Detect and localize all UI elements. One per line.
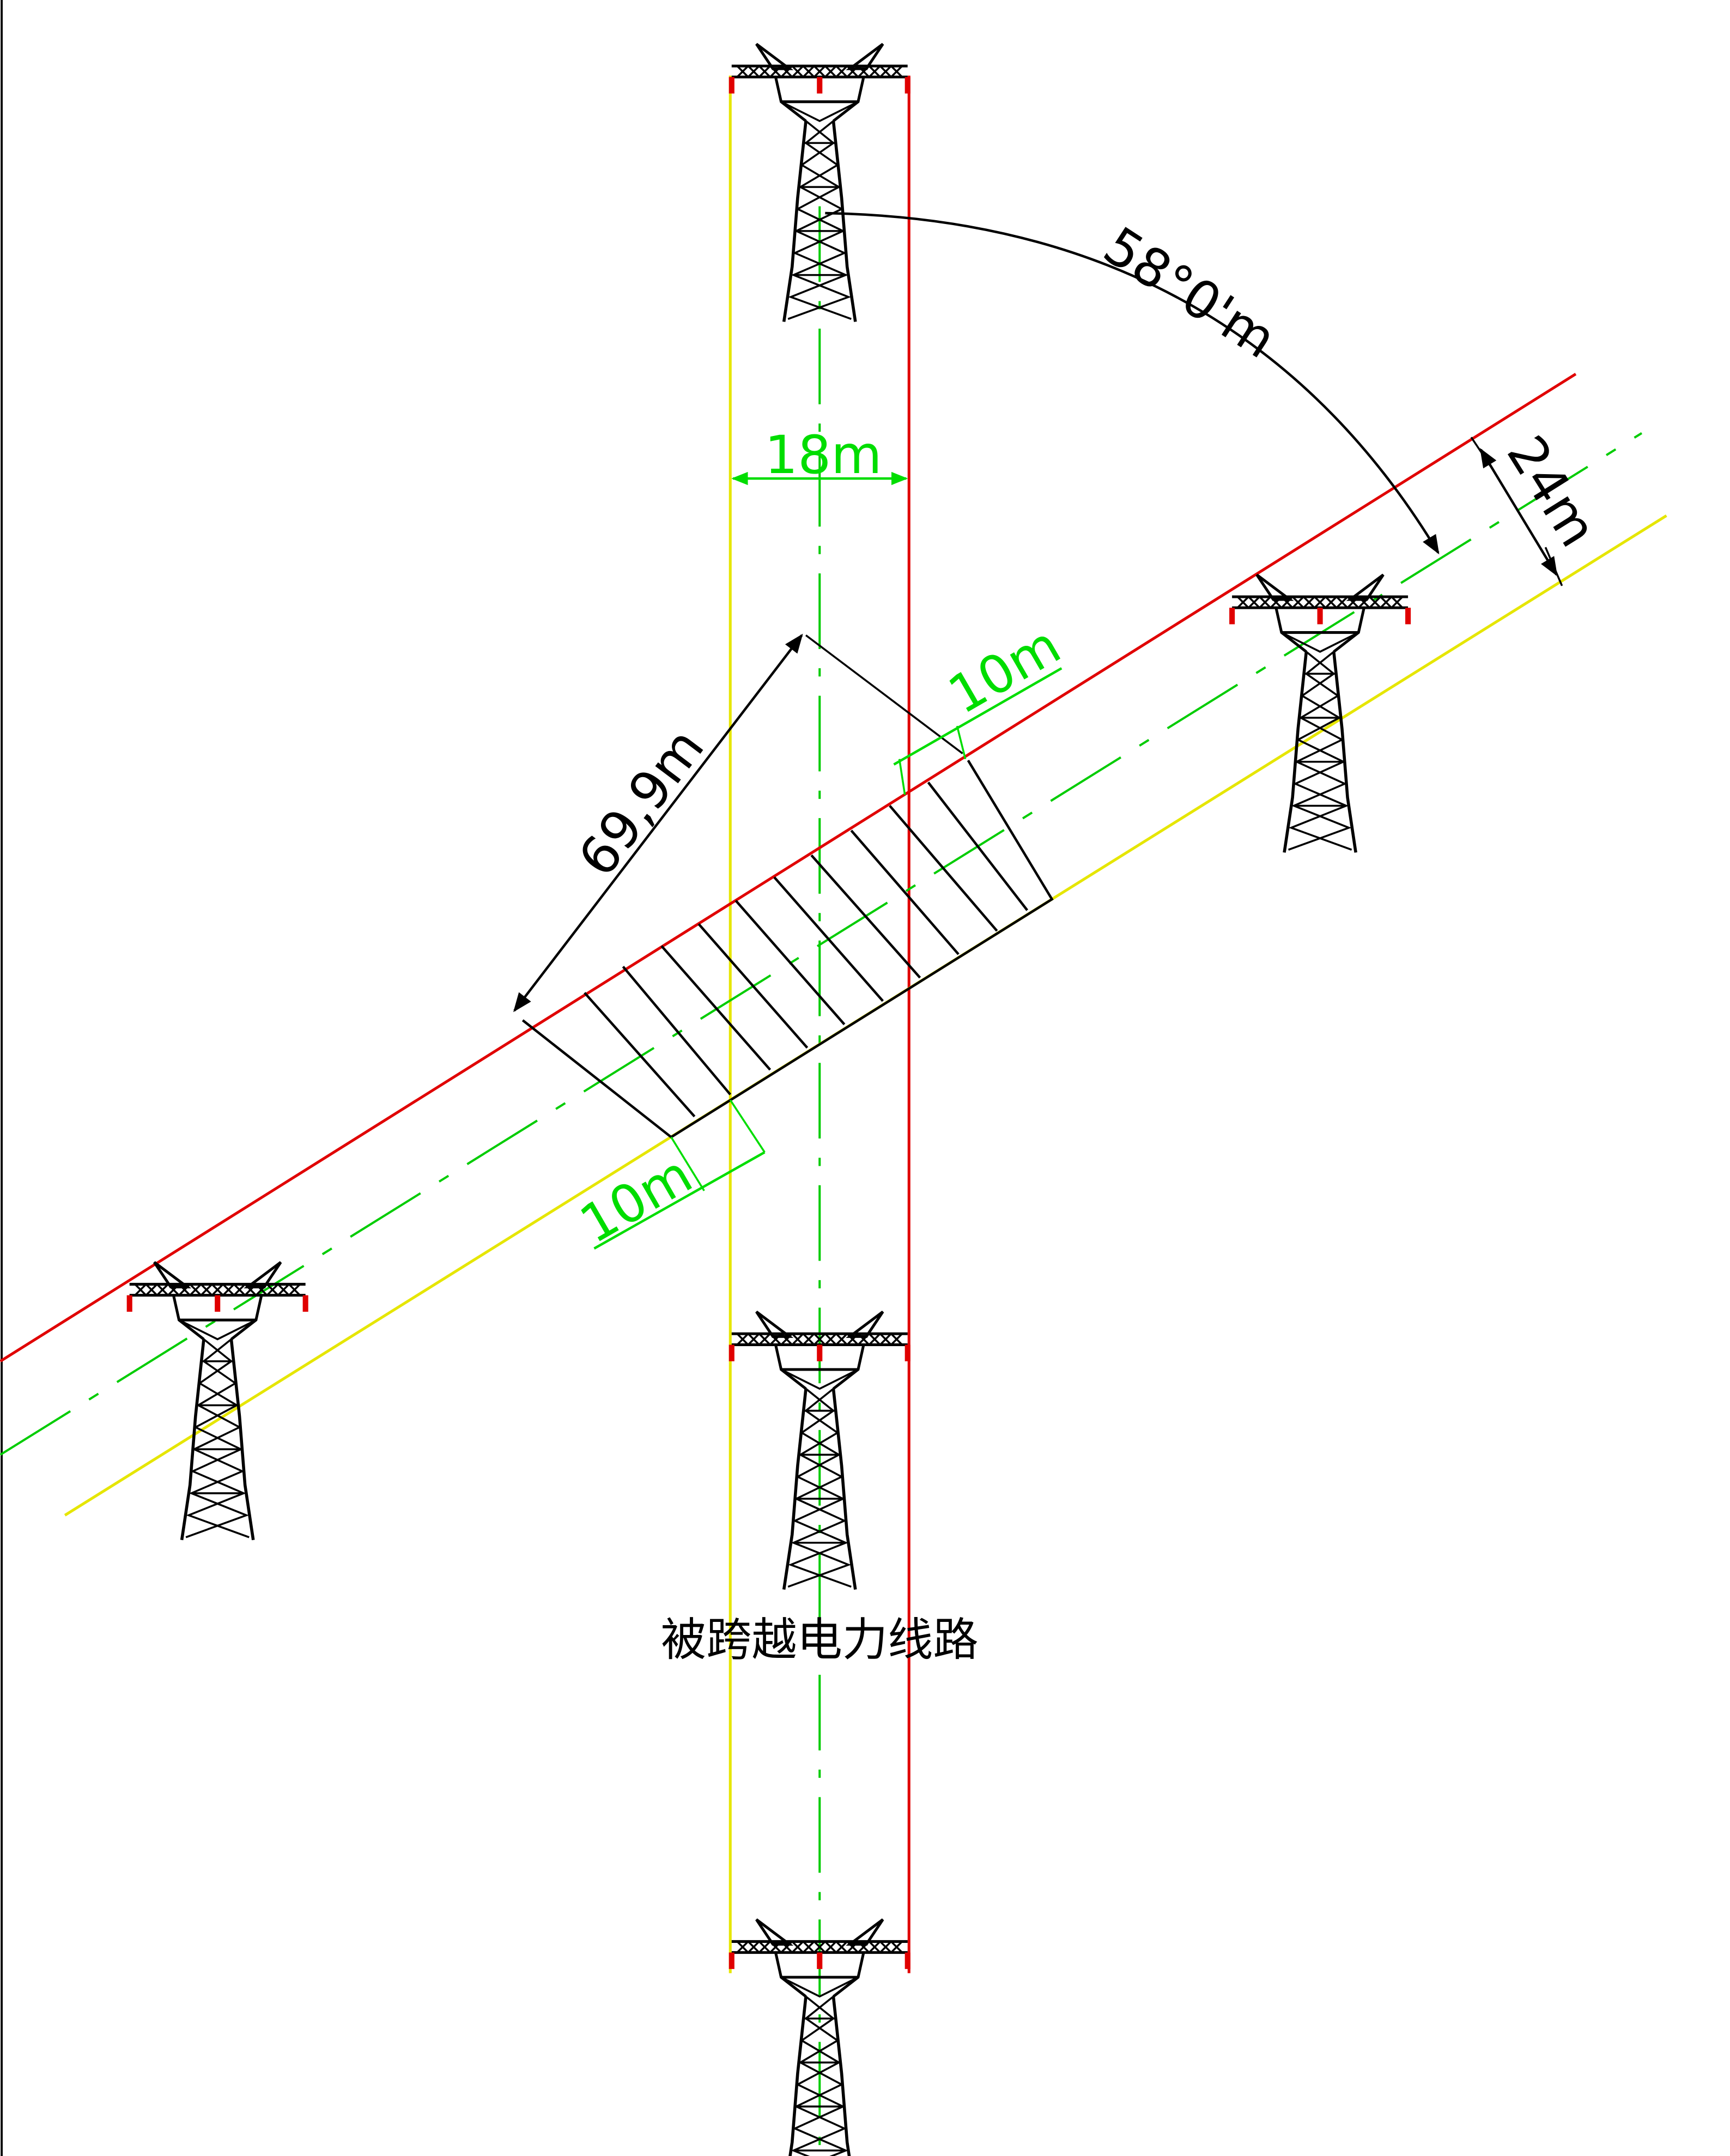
dim-24m-label: 24m — [1495, 425, 1609, 557]
new-line-red — [0, 373, 1577, 1362]
crossed-line-caption: 被跨越电力线路 — [661, 1614, 979, 1667]
dim-10m-top-tick1 — [898, 759, 906, 795]
dim-24m-line — [1479, 447, 1558, 577]
crossed-line — [729, 75, 910, 2156]
angle-label: 58°0'm — [1093, 215, 1286, 371]
dim-span-line — [513, 633, 803, 1013]
tower-left — [127, 1262, 308, 1540]
dim-10m-top-tick2 — [956, 725, 967, 760]
tower-bottom — [729, 1919, 910, 2156]
dim-10m-bottom-tick1 — [670, 1136, 705, 1191]
dim-span-label: 69,9m — [567, 717, 716, 887]
dim-10m-top-line — [893, 667, 1063, 766]
dim-18m-label: 18m — [764, 425, 882, 486]
new-line-center — [0, 432, 1643, 1456]
dim-10m-top-label: 10m — [938, 614, 1071, 726]
dim-span-ext — [805, 634, 963, 754]
tower-right — [1229, 575, 1411, 853]
angle-arc — [825, 211, 1440, 555]
dim-10m-bottom-line — [593, 1151, 766, 1250]
dim-10m-bottom-tick2 — [729, 1099, 766, 1153]
